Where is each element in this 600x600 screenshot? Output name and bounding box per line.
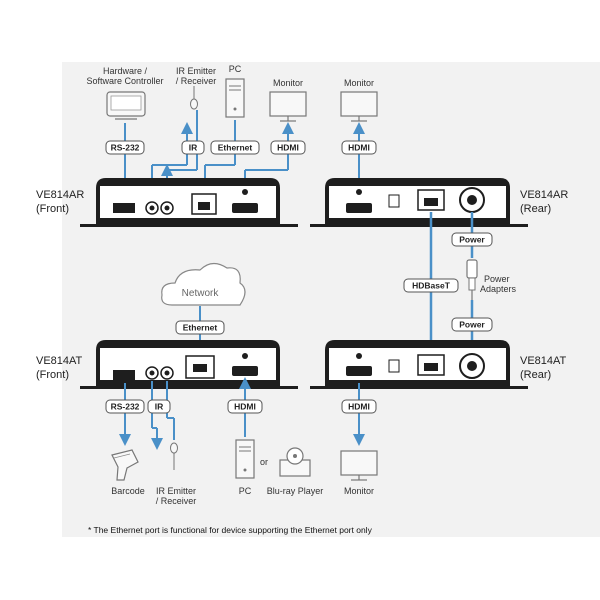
svg-text:HDMI: HDMI: [348, 143, 370, 153]
tag-power-bottom: Power: [451, 317, 493, 332]
dip-switch: [388, 359, 400, 373]
hdmi-port: [232, 203, 258, 213]
hw-controller-label-2: Software Controller: [86, 76, 163, 86]
ve814ar-rear-label-2: (Rear): [520, 203, 551, 215]
dip-switch: [388, 194, 400, 208]
pc-tower-icon: [225, 78, 245, 118]
ve814at-rear-label-2: (Rear): [520, 369, 551, 381]
tag-hdbaset: HDBaseT: [403, 278, 459, 293]
tag-ethernet-bottom: Ethernet: [175, 320, 225, 335]
monitor-icon: [340, 91, 378, 122]
hdmi-port: [346, 203, 372, 213]
tag-ir-top: IR: [181, 140, 205, 155]
svg-text:RS-232: RS-232: [111, 143, 140, 153]
ve814at-rear-label-1: VE814AT: [520, 355, 567, 367]
monitor-bottom-label: Monitor: [344, 486, 374, 496]
hdmi-port: [232, 366, 258, 376]
ve814ar-rear-label-1: VE814AR: [520, 189, 568, 201]
svg-text:HDBaseT: HDBaseT: [412, 281, 451, 291]
svg-text:IR: IR: [155, 402, 164, 412]
ve814at-front-device: [80, 340, 298, 389]
tag-ir-bottom: IR: [147, 399, 171, 414]
tag-rs232-top: RS-232: [105, 140, 145, 155]
ir-emitter-icon: [190, 86, 198, 110]
power-adapters-label-2: Adapters: [480, 284, 517, 294]
svg-text:HDMI: HDMI: [348, 402, 370, 412]
tag-hdmi-top-1: HDMI: [270, 140, 306, 155]
tag-hdmi-top-2: HDMI: [341, 140, 377, 155]
diagram-background: [62, 62, 600, 537]
pc-bottom-label: PC: [239, 486, 252, 496]
or-label: or: [260, 457, 268, 467]
network-label: Network: [182, 288, 220, 299]
footnote: * The Ethernet port is functional for de…: [88, 525, 373, 535]
ve814ar-front-label-2: (Front): [36, 203, 69, 215]
svg-text:IR: IR: [189, 143, 198, 153]
power-adapters-label-1: Power: [484, 274, 510, 284]
svg-text:HDMI: HDMI: [234, 402, 256, 412]
ir-emitter-top-label-1: IR Emitter: [176, 66, 216, 76]
monitor-icon: [340, 450, 378, 481]
ir-emitter-bottom-label-1: IR Emitter: [156, 486, 196, 496]
controller-icon: [106, 91, 146, 120]
bluray-label: Blu-ray Player: [267, 486, 324, 496]
svg-text:Ethernet: Ethernet: [183, 323, 218, 333]
ve814ar-front-device: [80, 178, 298, 227]
ir-emitter-bottom-label-2: / Receiver: [156, 496, 197, 506]
bluray-player-icon: [279, 447, 311, 477]
tag-hdmi-bottom-2: HDMI: [341, 399, 377, 414]
power-adapter-icon: [466, 259, 478, 300]
ve814at-front-label-1: VE814AT: [36, 355, 83, 367]
ve814ar-rear-device: [310, 178, 528, 227]
hdmi-port: [346, 366, 372, 376]
ve814at-front-label-2: (Front): [36, 369, 69, 381]
monitor-icon: [269, 91, 307, 122]
rs232-port: [113, 370, 135, 380]
tag-rs232-bottom: RS-232: [105, 399, 145, 414]
ir-emitter-top-label-2: / Receiver: [176, 76, 217, 86]
barcode-label: Barcode: [111, 486, 145, 496]
svg-text:Ethernet: Ethernet: [218, 143, 253, 153]
svg-text:Power: Power: [459, 235, 485, 245]
svg-text:Power: Power: [459, 320, 485, 330]
barcode-scanner-icon: [111, 449, 139, 481]
rs232-port: [113, 203, 135, 213]
hw-controller-label-1: Hardware /: [103, 66, 148, 76]
monitor-2-label: Monitor: [344, 78, 374, 88]
pc-tower-icon: [235, 439, 255, 479]
tag-ethernet-top: Ethernet: [210, 140, 260, 155]
cloud-icon: [161, 262, 246, 306]
tag-power-top: Power: [451, 232, 493, 247]
ve814at-rear-device: [310, 340, 528, 389]
pc-top-label: PC: [229, 64, 242, 74]
ve814ar-front-label-1: VE814AR: [36, 189, 84, 201]
svg-text:RS-232: RS-232: [111, 402, 140, 412]
svg-text:HDMI: HDMI: [277, 143, 299, 153]
monitor-1-label: Monitor: [273, 78, 303, 88]
ir-emitter-icon: [170, 442, 178, 470]
tag-hdmi-bottom-1: HDMI: [227, 399, 263, 414]
